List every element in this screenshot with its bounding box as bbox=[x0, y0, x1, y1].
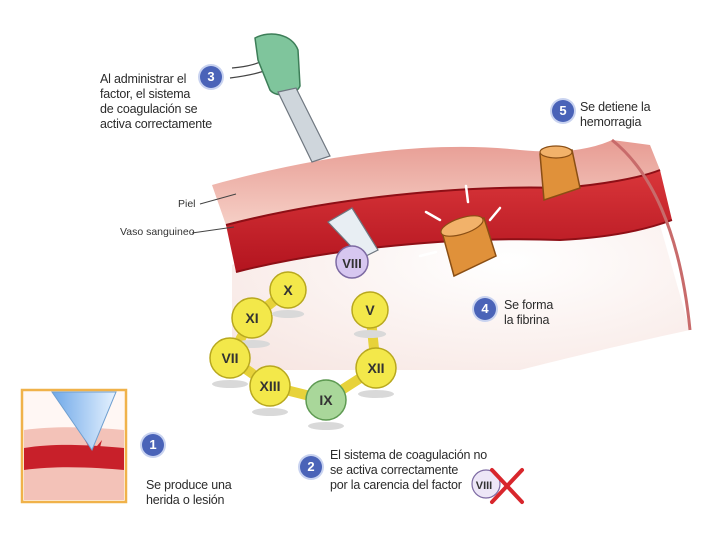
step-3-badge: 3 bbox=[200, 66, 222, 88]
factor-xii: XII bbox=[355, 347, 397, 398]
step-4-text: Se forma la fibrina bbox=[504, 298, 554, 327]
step-5-text: Se detiene la hemorragia bbox=[580, 100, 651, 129]
factor-label: X bbox=[283, 282, 293, 298]
injector-icon bbox=[229, 33, 331, 163]
factor-label: V bbox=[365, 302, 375, 318]
factor-chain: XI X V XII IX XIII VII bbox=[209, 271, 397, 430]
missing-factor-viii-icon bbox=[471, 468, 524, 504]
factor-xiii: XIII bbox=[249, 365, 291, 416]
factor-label: XIII bbox=[259, 378, 280, 394]
step-5-badge: 5 bbox=[552, 100, 574, 122]
step-2-text: El sistema de coagulación no se activa c… bbox=[330, 448, 487, 492]
factor-xi: XI bbox=[231, 297, 273, 348]
factor-ix: IX bbox=[305, 379, 347, 430]
factor-vii: VII bbox=[209, 337, 251, 388]
factor-v: V bbox=[351, 291, 389, 338]
step-4-badge: 4 bbox=[474, 298, 496, 320]
injury-inset bbox=[20, 388, 128, 504]
factor-label: XII bbox=[367, 360, 384, 376]
factor-viii-released bbox=[327, 207, 379, 279]
factor-label: XI bbox=[245, 310, 258, 326]
factor-viii-label: VIII bbox=[342, 256, 362, 271]
step-1-badge: 1 bbox=[142, 434, 164, 456]
step-2-badge: 2 bbox=[300, 456, 322, 478]
step-3-text: Al administrar el factor, el sistema de … bbox=[100, 72, 213, 131]
fibrin-plug-icon bbox=[418, 184, 502, 278]
blood-vessel bbox=[226, 170, 672, 272]
label-vaso: Vaso sanguineo bbox=[120, 226, 195, 238]
clot-plug-icon bbox=[539, 145, 581, 202]
label-piel: Piel bbox=[178, 198, 196, 210]
factor-label: VII bbox=[221, 350, 238, 366]
factor-x: X bbox=[269, 271, 307, 318]
factor-label: IX bbox=[319, 392, 333, 408]
step-1-text: Se produce una herida o lesión bbox=[146, 478, 232, 507]
missing-factor-label: VIII bbox=[476, 480, 493, 492]
